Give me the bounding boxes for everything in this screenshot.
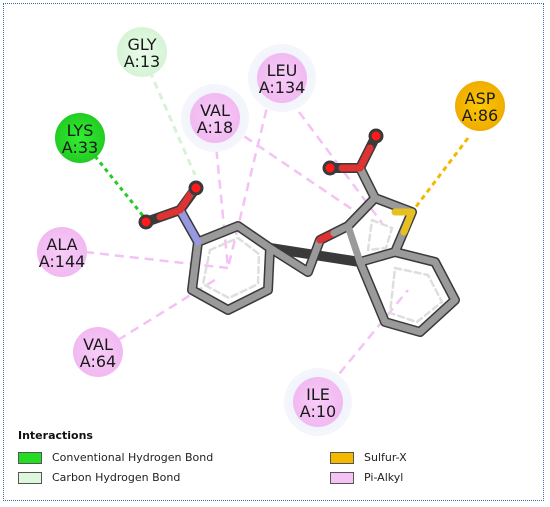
residue-disc: [293, 377, 343, 427]
pi-alkyl-line-val18-b: [231, 126, 366, 220]
legend-item: Conventional Hydrogen Bond: [18, 451, 213, 464]
residue-name: GLY: [128, 35, 157, 54]
pi-alkyl-line-val18-a: [213, 134, 230, 269]
diagram-frame: [3, 3, 544, 501]
carbon-hbond-line-gly13: [143, 59, 197, 176]
legend-item: Pi-Alkyl: [330, 471, 403, 484]
hbond-line-lys33: [88, 149, 150, 223]
residue-name: ALA: [46, 235, 77, 254]
ligand-molecule: [138, 128, 460, 337]
residue-name: ASP: [465, 89, 496, 108]
residue-disc: [55, 113, 105, 163]
residue-name: VAL: [200, 101, 230, 120]
legend-label: Conventional Hydrogen Bond: [52, 451, 214, 464]
residue-disc: [455, 81, 505, 131]
pi-alkyl-line-val64: [117, 276, 219, 342]
sulfur-x-line-asp86: [410, 137, 470, 213]
residue-chain-number: A:134: [259, 78, 306, 97]
residue-chain-number: A:144: [39, 252, 86, 271]
residue-chain-number: A:13: [124, 52, 160, 71]
residue-disc: [117, 27, 167, 77]
legend-swatch: [18, 451, 42, 464]
residue-disc: [37, 227, 87, 277]
legend-label: Sulfur-X: [364, 451, 407, 464]
residue-chain-number: A:18: [197, 118, 233, 137]
residue-chain-number: A:33: [62, 138, 98, 157]
residue-chain-number: A:64: [80, 352, 116, 371]
residue-disc: [190, 93, 240, 143]
legend-label: Carbon Hydrogen Bond: [52, 471, 181, 484]
residue-name: VAL: [83, 335, 113, 354]
pi-alkyl-line-ile10: [329, 289, 409, 386]
residue-chain-number: A:10: [300, 402, 336, 421]
legend-title: Interactions: [18, 429, 93, 442]
legend-swatch: [18, 471, 42, 484]
residue-chain-number: A:86: [462, 106, 498, 125]
residue-name: LYS: [67, 121, 94, 140]
legend-label: Pi-Alkyl: [364, 471, 404, 484]
legend-swatch: [330, 451, 354, 464]
residue-name: LEU: [267, 61, 298, 80]
residue-name: ILE: [306, 385, 330, 404]
residue-disc: [73, 327, 123, 377]
residue-disc: [257, 53, 307, 103]
pi-alkyl-line-ala144: [84, 250, 229, 270]
legend-item: Carbon Hydrogen Bond: [18, 471, 180, 484]
legend-item: Sulfur-X: [330, 451, 407, 464]
legend-swatch: [330, 471, 354, 484]
